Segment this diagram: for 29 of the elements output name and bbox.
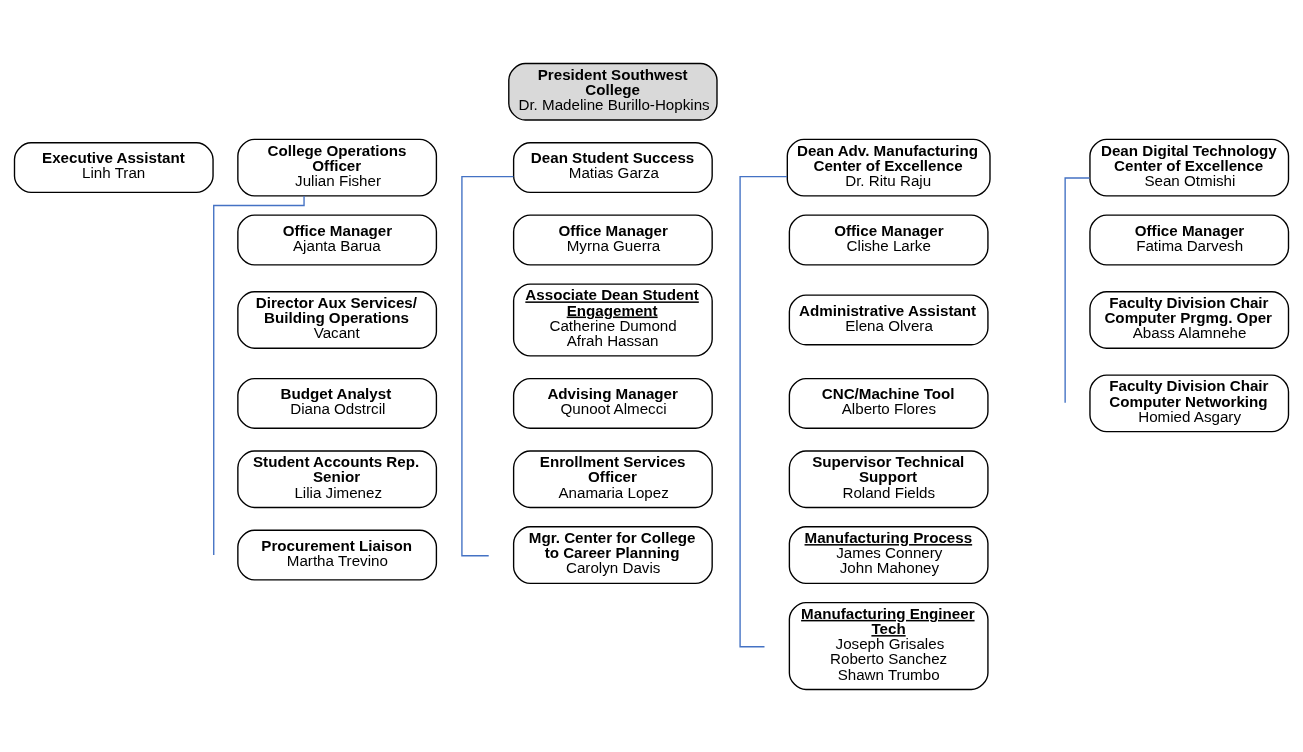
node-box: Manufacturing Process James Connery John Mahoney bbox=[788, 525, 989, 584]
node-box: Dean Adv. Manufacturing Center of Excellence Dr. Ritu Raju bbox=[786, 138, 991, 197]
node-box: Supervisor Technical Support Roland Fields bbox=[788, 449, 989, 508]
node-box: Dean Student Success Matias Garza bbox=[512, 141, 713, 193]
node-box: Associate Dean Student Engagement Catherine Dumond Afrah Hassan bbox=[512, 282, 713, 356]
node-box: Advising Manager Qunoot Almecci bbox=[512, 377, 713, 429]
node-box: College Operations Officer Julian Fisher bbox=[237, 138, 438, 197]
node-box: CNC/Machine Tool Alberto Flores bbox=[788, 377, 989, 429]
node-box: Manufacturing Engineer Tech Joseph Grisales Roberto Sanchez Shawn Trumbo bbox=[788, 601, 989, 690]
node-box: Office Manager Clishe Larke bbox=[788, 214, 989, 265]
node-box: Office Manager Fatima Darvesh bbox=[1089, 214, 1290, 265]
connector bbox=[461, 175, 515, 556]
connector bbox=[739, 175, 788, 647]
node-box: President Southwest College Dr. Madeline Burillo-Hopkins bbox=[508, 62, 718, 121]
node-box: Student Accounts Rep. Senior Lilia Jimenez bbox=[237, 449, 438, 508]
node-box: Mgr. Center for College to Career Planning Carolyn Davis bbox=[512, 525, 713, 584]
node-box: Director Aux Services/ Building Operations Vacant bbox=[237, 290, 438, 349]
node-box: Procurement Liaison Martha Trevino bbox=[237, 529, 438, 581]
node-box: Office Manager Myrna Guerra bbox=[512, 214, 713, 265]
node-box: Administrative Assistant Elena Olvera bbox=[788, 293, 989, 345]
node-box: Faculty Division Chair Computer Prgmg. Oper Abass Alamnehe bbox=[1089, 290, 1290, 349]
node-box: Faculty Division Chair Computer Networking Homied Asgary bbox=[1089, 373, 1290, 432]
node-box: Dean Digital Technology Center of Excellence Sean Otmishi bbox=[1089, 138, 1290, 197]
node-box: Enrollment Services Officer Anamaria Lopez bbox=[512, 449, 713, 508]
node-box: Executive Assistant Linh Tran bbox=[13, 141, 214, 193]
node-box: Office Manager Ajanta Barua bbox=[237, 214, 438, 265]
node-box: Budget Analyst Diana Odstrcil bbox=[237, 377, 438, 429]
connector bbox=[213, 194, 305, 556]
connector bbox=[1064, 176, 1091, 403]
